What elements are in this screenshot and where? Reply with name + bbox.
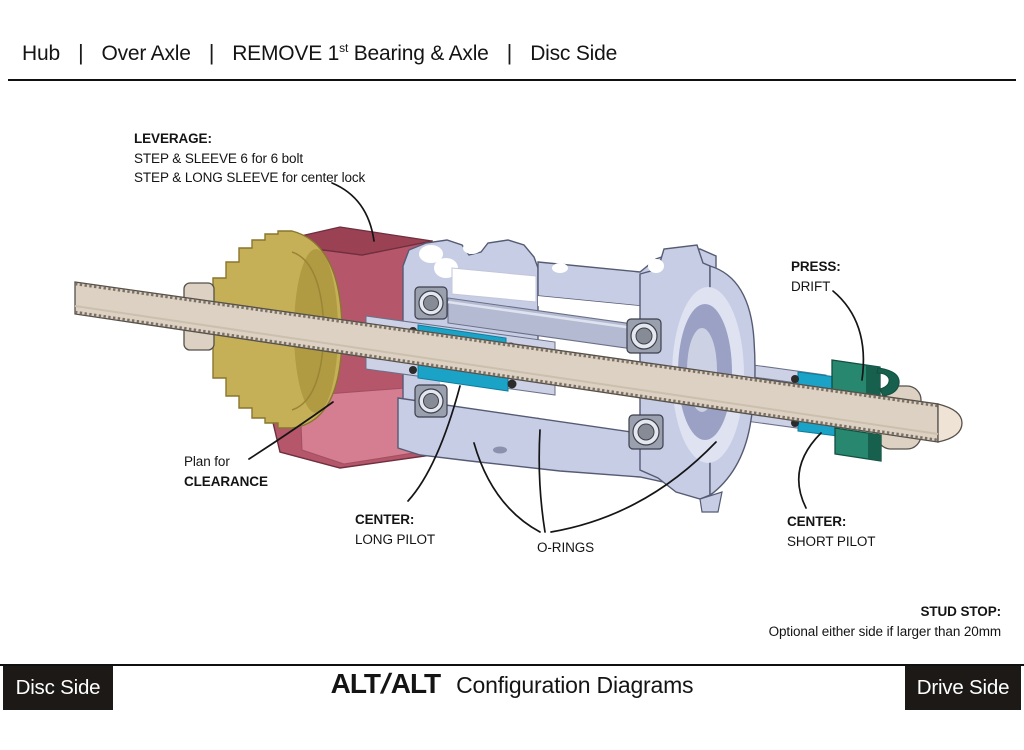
altalt-logo: ALT/ALT	[330, 668, 442, 699]
o-ring	[791, 375, 799, 383]
label-leverage-line1: STEP & SLEEVE 6 for 6 bolt	[134, 150, 303, 166]
leader-short-pilot	[797, 432, 822, 509]
bearing-top-left	[414, 286, 448, 320]
breadcrumb-over-axle: Over Axle	[101, 42, 191, 65]
disc-side-tab[interactable]: Disc Side	[3, 666, 113, 710]
label-stud-stop-title: STUD STOP:	[920, 604, 1001, 619]
leader-press	[832, 290, 865, 381]
bearing-bottom-left	[414, 384, 448, 418]
breadcrumb-disc-side: Disc Side	[530, 42, 618, 65]
breadcrumb-step-title: REMOVE 1st Bearing & Axle	[232, 41, 489, 65]
leader-leverage	[331, 182, 375, 242]
spoke-hole	[463, 242, 481, 254]
label-stud-stop: STUD STOP: Optional either side if large…	[769, 602, 1001, 641]
label-press-line1: DRIFT	[791, 278, 831, 294]
bearing-top-right	[626, 318, 662, 354]
leader-orings-right	[550, 441, 717, 533]
leader-long-pilot	[407, 385, 461, 502]
label-clearance: Plan for CLEARANCE	[184, 452, 268, 491]
footer-brand-row: ALT/ALT Configuration Diagrams	[0, 668, 1024, 700]
leader-clearance	[248, 401, 334, 460]
label-press: PRESS: DRIFT	[791, 257, 841, 296]
label-press-title: PRESS:	[791, 259, 841, 274]
label-clearance-title: CLEARANCE	[184, 473, 268, 489]
spoke-hole	[419, 245, 443, 263]
label-orings-line1: O-RINGS	[537, 540, 595, 555]
threaded-axle	[74, 281, 963, 443]
spoke-hole	[552, 263, 568, 273]
leader-orings-left	[473, 442, 541, 533]
o-ring	[507, 379, 517, 389]
breadcrumb-separator: |	[208, 40, 215, 65]
label-leverage-title: LEVERAGE:	[134, 131, 212, 146]
footer-subtitle: Configuration Diagrams	[456, 672, 694, 698]
bearing-bottom-right	[628, 414, 664, 450]
label-center-long-line1: LONG PILOT	[355, 531, 436, 547]
label-leverage-line2: STEP & LONG SLEEVE for center lock	[134, 170, 366, 185]
breadcrumb-separator: |	[77, 40, 84, 65]
leader-orings-mid	[538, 429, 546, 533]
label-center-long: CENTER: LONG PILOT	[355, 510, 435, 549]
breadcrumb-hub: Hub	[22, 42, 60, 65]
label-center-long-title: CENTER:	[355, 512, 415, 527]
label-clearance-line1: Plan for	[184, 454, 230, 469]
thread-texture	[74, 310, 939, 442]
label-center-short-line1: SHORT PILOT	[787, 533, 876, 549]
label-leverage: LEVERAGE: STEP & SLEEVE 6 for 6 bolt STE…	[134, 129, 365, 188]
label-center-short: CENTER: SHORT PILOT	[787, 512, 876, 551]
drive-side-tab[interactable]: Drive Side	[905, 666, 1021, 710]
press-drift	[831, 359, 900, 462]
breadcrumb-separator: |	[506, 40, 513, 65]
ordinal-superscript: st	[339, 41, 349, 55]
breadcrumb: Hub | Over Axle | REMOVE 1st Bearing & A…	[22, 40, 617, 66]
o-ring	[409, 366, 417, 374]
label-stud-stop-line1: Optional either side if larger than 20mm	[768, 623, 1001, 639]
label-center-short-title: CENTER:	[787, 514, 847, 529]
header-divider	[8, 79, 1016, 81]
thread-texture	[74, 282, 939, 408]
footer-divider	[0, 664, 1024, 666]
spoke-hole	[648, 259, 664, 273]
label-orings: O-RINGS	[537, 538, 594, 558]
